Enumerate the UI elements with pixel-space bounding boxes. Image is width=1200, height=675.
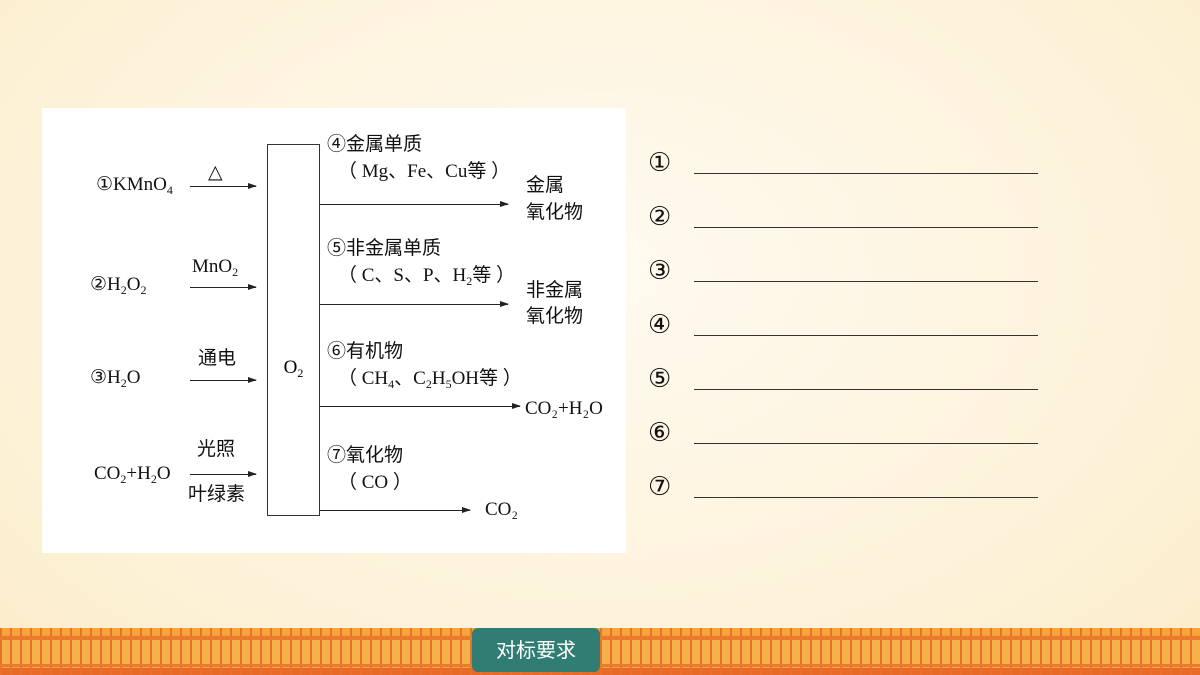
reactant-kmno4: ①KMnO4 [96,174,173,197]
condition-mno2: MnO2 [192,256,239,279]
reaction-nonmetal-examples: （ C、S、P、H2等 ） [338,265,516,288]
arrow-nonmetal [320,301,509,307]
answer-number: ② [648,202,672,232]
answer-number: ⑤ [648,364,672,394]
product-co2-h2o: CO₂+H₂O [525,398,603,419]
answer-number: ⑦ [648,472,672,502]
condition-chlorophyll: 叶绿素 [188,484,246,505]
answer-blank[interactable] [694,389,1038,390]
arrow-oxide [320,507,471,513]
answer-blank[interactable] [694,443,1038,444]
reaction-oxide-examples: （ CO ） [338,472,412,493]
condition-electricity: 通电 [198,348,237,369]
answer-blank[interactable] [694,335,1038,336]
reaction-metal-examples: （ Mg、Fe、Cu等 ） [338,161,511,182]
arrow-h2o [190,377,257,383]
answer-blank[interactable] [694,227,1038,228]
arrow-metal [320,201,509,207]
answer-number: ③ [648,256,672,286]
product-metal-oxide-2: 氧化物 [526,202,584,223]
answer-number: ④ [648,310,672,340]
answer-blank[interactable] [694,173,1038,174]
oxygen-box: O2 [267,144,320,516]
answer-number: ⑥ [648,418,672,448]
condition-light: 光照 [197,439,236,460]
answer-blank[interactable] [694,281,1038,282]
product-nonmetal-oxide-1: 非金属 [526,280,584,301]
arrow-photosynthesis [190,471,257,477]
product-co2: CO₂ [485,499,519,520]
arrow-h2o2 [190,284,257,290]
reactant-co2-h2o: CO2+H2O [94,463,171,486]
reaction-organic-examples: （ CH4、C2H5OH等 ） [338,368,522,391]
reaction-nonmetal-title: ⑤非金属单质 [327,238,442,259]
answer-number: ① [648,148,672,178]
reaction-organic-title: ⑥有机物 [327,341,404,362]
decorative-footer-band [0,628,1200,675]
answer-blank[interactable] [694,497,1038,498]
product-nonmetal-oxide-2: 氧化物 [526,306,584,327]
arrow-organic [320,403,521,409]
condition-heat: △ [208,162,223,183]
product-metal-oxide-1: 金属 [526,175,565,196]
reaction-oxide-title: ⑦氧化物 [327,445,404,466]
arrow-kmno4 [190,183,257,189]
reaction-metal-title: ④金属单质 [327,134,423,155]
reactant-h2o2: ②H2O2 [90,274,147,297]
requirements-button[interactable]: 对标要求 [472,628,600,672]
diagram-panel: ①KMnO4 △ ②H2O2 MnO2 ③H2O 通电 CO2+H2O 光照 叶… [42,108,626,553]
oxygen-label: O2 [283,357,304,380]
reactant-h2o: ③H2O [90,367,141,390]
